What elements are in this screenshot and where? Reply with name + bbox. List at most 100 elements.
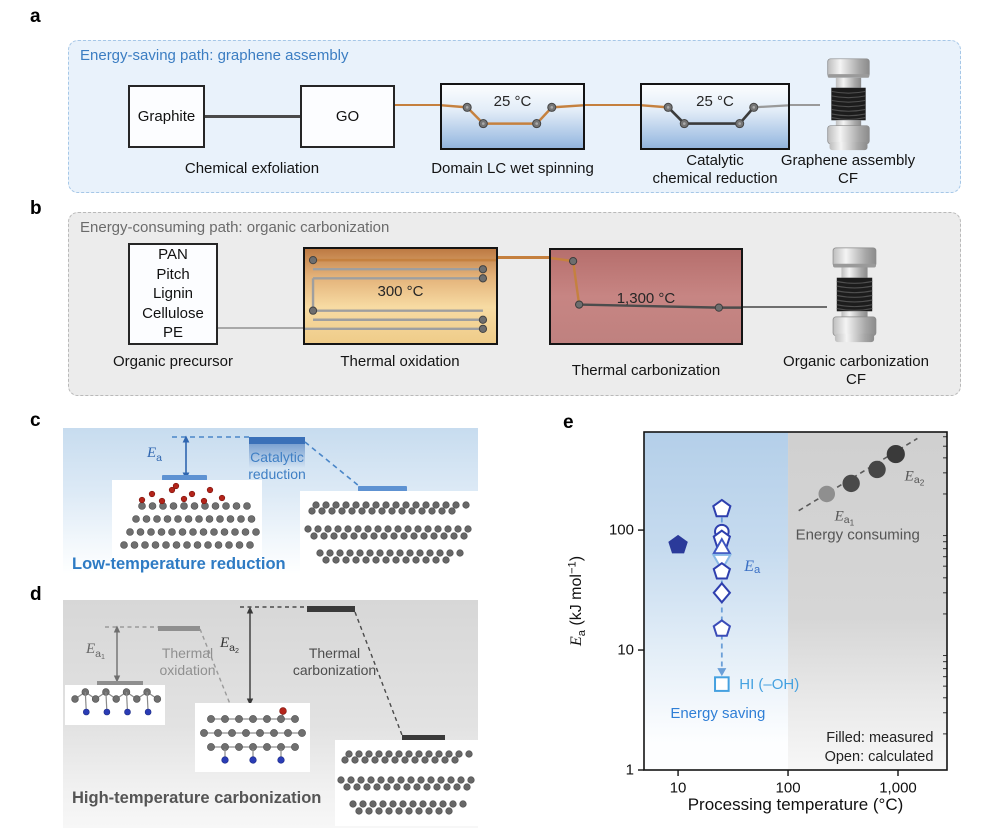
caption-exfoliation: Chemical exfoliation bbox=[184, 160, 320, 177]
ladder-molecule-illustration bbox=[195, 703, 310, 772]
coil-windings bbox=[836, 280, 873, 311]
x-tick-label: 1,000 bbox=[879, 779, 917, 796]
data-point bbox=[712, 619, 732, 637]
ea1-arrow bbox=[113, 625, 121, 683]
barrier-glow bbox=[249, 444, 305, 468]
thermal-oxidation-oven: 300 °C bbox=[303, 247, 498, 345]
thermal-carbonization-label: Thermal carbonization bbox=[292, 645, 377, 678]
data-point bbox=[712, 537, 732, 555]
x-tick-label: 10 bbox=[670, 779, 687, 796]
spinning-fiber-path bbox=[442, 102, 583, 129]
plot-border bbox=[643, 431, 948, 771]
carbonization-barrier-level bbox=[307, 606, 355, 612]
annotation-legend-filled: Filled: measured bbox=[826, 730, 933, 746]
precursor-list: PAN Pitch Lignin Cellulose PE bbox=[130, 245, 216, 343]
reduction-temp: 25 °C bbox=[696, 93, 734, 110]
ea1-label-d: Ea1 bbox=[86, 641, 105, 662]
y-tick-label: 100 bbox=[609, 522, 634, 539]
annotation-ea-blue: Ea bbox=[743, 558, 761, 577]
catalytic-reduction-label: Catalytic reduction bbox=[248, 449, 306, 482]
ea-label-c: Ea bbox=[147, 445, 163, 464]
annotation-ea2-gray: Ea2 bbox=[904, 468, 925, 487]
go-box: GO bbox=[300, 85, 395, 148]
oxidation-fiber-path bbox=[305, 255, 496, 333]
precursor-item: PE bbox=[162, 324, 183, 342]
coil-windings bbox=[831, 90, 866, 120]
wet-spinning-bath: 25 °C bbox=[440, 83, 585, 150]
y-tick-label: 1 bbox=[626, 762, 634, 779]
connector-graphite-go bbox=[205, 115, 300, 118]
roller-icons bbox=[308, 255, 488, 333]
annotation-energy-consuming: Energy consuming bbox=[796, 526, 920, 543]
caption-spinning: Domain LC wet spinning bbox=[431, 160, 594, 177]
data-point bbox=[712, 581, 732, 604]
precursor-box: PAN Pitch Lignin Cellulose PE bbox=[128, 243, 218, 345]
go-label: GO bbox=[335, 108, 360, 125]
data-point bbox=[868, 460, 886, 479]
barrier-energy-level bbox=[249, 437, 305, 444]
panel-b-title: Energy-consuming path: organic carboniza… bbox=[80, 219, 390, 236]
data-point bbox=[668, 534, 688, 554]
graphite-box: Graphite bbox=[128, 85, 205, 148]
reduction-fiber-path bbox=[642, 102, 788, 129]
ea2-label-d: Ea2 bbox=[220, 635, 239, 656]
fiber-oxidation-to-carbonization bbox=[498, 256, 549, 259]
fiber-to-spool-b bbox=[743, 306, 827, 308]
spinning-temp: 25 °C bbox=[493, 93, 532, 110]
data-point bbox=[886, 444, 905, 464]
x-axis-label: Processing temperature (°C) bbox=[688, 795, 904, 814]
graphite-stack-illustration bbox=[335, 740, 478, 826]
data-point bbox=[818, 485, 836, 503]
annotation-hi-oh: HI (–OH) bbox=[739, 676, 799, 693]
precursor-item: PAN bbox=[158, 246, 188, 264]
ea2-arrow bbox=[246, 606, 254, 706]
panel-c-letter: c bbox=[30, 410, 41, 431]
panel-b-letter: b bbox=[30, 198, 42, 219]
data-point bbox=[712, 498, 732, 518]
y-tick-label: 10 bbox=[617, 642, 634, 659]
x-tick-label: 100 bbox=[776, 779, 801, 796]
arrow-head bbox=[717, 668, 727, 677]
graphene-stack-illustration bbox=[300, 491, 478, 573]
carbonization-fiber-path bbox=[551, 256, 741, 312]
caption-precursor: Organic precursor bbox=[112, 353, 234, 370]
pan-molecule-illustration bbox=[65, 685, 165, 725]
fiber-precursor-to-oxidation bbox=[218, 327, 303, 329]
pan-energy-level bbox=[97, 681, 143, 686]
spool-icon bbox=[827, 58, 870, 151]
panel-d-caption: High-temperature carbonization bbox=[72, 789, 322, 807]
ea-arrow bbox=[182, 435, 190, 480]
annotation-ea1-gray: Ea1 bbox=[834, 508, 855, 527]
panel-a-letter: a bbox=[30, 6, 41, 27]
annotation-energy-saving: Energy saving bbox=[670, 704, 765, 721]
data-point bbox=[842, 474, 860, 493]
caption-oxidation: Thermal oxidation bbox=[340, 353, 460, 370]
precursor-item: Cellulose bbox=[142, 304, 204, 322]
spool-icon bbox=[832, 247, 877, 343]
catalytic-reduction-bath: 25 °C bbox=[640, 83, 790, 150]
annotation-legend-open: Open: calculated bbox=[825, 749, 934, 765]
graphene-energy-level bbox=[358, 486, 407, 492]
oxidation-temp: 300 °C bbox=[377, 283, 424, 300]
chart-regions bbox=[644, 432, 947, 770]
oxidation-barrier-level bbox=[158, 626, 200, 631]
go-molecule-illustration bbox=[112, 480, 262, 562]
roller-icons bbox=[568, 256, 724, 312]
data-point bbox=[712, 561, 732, 580]
carbonization-temp: 1,300 °C bbox=[616, 290, 676, 307]
precursor-item: Lignin bbox=[152, 285, 194, 303]
fiber-spinning-to-reduction bbox=[585, 103, 640, 106]
panel-c-caption: Low-temperature reduction bbox=[72, 555, 286, 573]
caption-product-a: Graphene assembly CF bbox=[780, 152, 916, 187]
carbon-energy-level bbox=[402, 735, 445, 740]
panel-a-title: Energy-saving path: graphene assembly bbox=[80, 47, 349, 64]
data-point bbox=[714, 676, 730, 692]
roller-icons bbox=[462, 102, 557, 129]
region-energy-saving bbox=[644, 432, 789, 770]
graphite-label: Graphite bbox=[137, 108, 196, 125]
go-energy-level bbox=[162, 475, 207, 481]
panel-c-energy-diagram bbox=[112, 435, 478, 573]
